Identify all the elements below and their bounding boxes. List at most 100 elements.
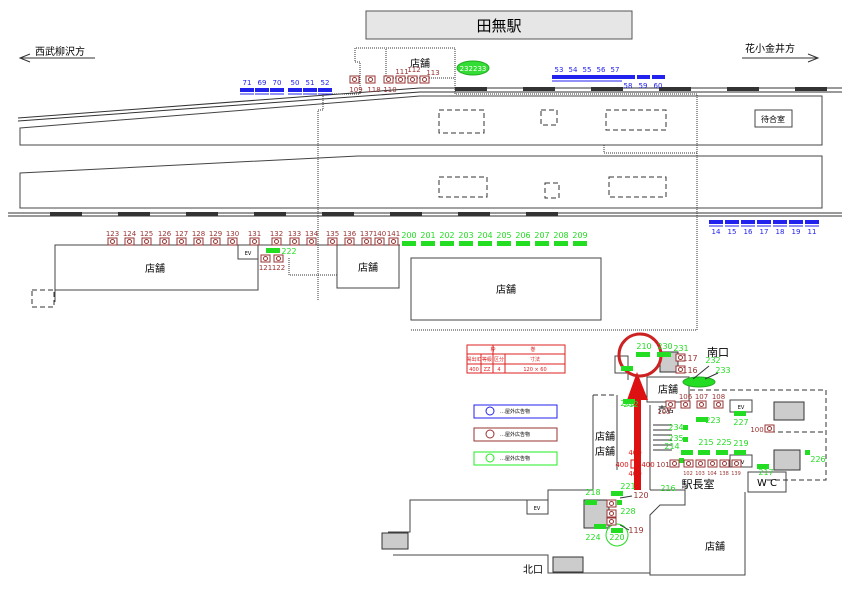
green-ad <box>440 241 454 246</box>
maroon-ad-label: 136 <box>343 230 357 238</box>
maroon-ad <box>675 365 686 374</box>
blue-ad <box>552 75 566 79</box>
maroon-ad <box>395 75 406 84</box>
platform-structures <box>31 109 667 308</box>
green-ad <box>478 241 492 246</box>
ad-label: 233 <box>715 366 730 375</box>
ad-label: 100 <box>750 426 763 434</box>
green-ad <box>683 425 688 430</box>
blue-ad <box>594 75 608 79</box>
svg-text:待合室: 待合室 <box>761 114 785 124</box>
maroon-ad <box>349 75 360 84</box>
blue-ad-label: 54 <box>569 66 578 74</box>
blue-ad <box>789 220 803 224</box>
track-tie <box>390 212 422 216</box>
svg-text:店舗: 店舗 <box>595 445 615 458</box>
blue-ad <box>652 75 665 79</box>
maroon-ad <box>193 237 204 246</box>
upper-platform <box>19 95 823 146</box>
maroon-ad <box>696 400 707 409</box>
middle-shop <box>336 244 400 289</box>
maroon-ad-label: 121 <box>259 264 272 272</box>
svg-text:巻: 巻 <box>530 346 535 353</box>
blue-ad-label: 17 <box>760 228 769 236</box>
blue-ad-label: 16 <box>744 228 753 236</box>
maroon-ad-label: 129 <box>209 230 222 238</box>
blue-ad <box>255 88 269 92</box>
maroon-ad-label: 135 <box>326 230 339 238</box>
west-direction: 西武柳沢方 <box>18 45 95 63</box>
green-circle-ad <box>605 523 629 547</box>
blue-ad <box>725 220 739 224</box>
svg-text:店舗: 店舗 <box>145 262 165 275</box>
track-tie <box>455 87 487 91</box>
green-ad-label: 222 <box>281 247 296 256</box>
blue-ad <box>622 75 635 79</box>
green-ad-label: 202 <box>439 231 454 240</box>
maroon-ad-label: 107 <box>695 393 708 401</box>
maroon-ad <box>669 459 680 468</box>
maroon-ad <box>271 237 282 246</box>
green-ad-label: 212 <box>623 400 638 409</box>
track-tie <box>526 212 558 216</box>
maroon-ad <box>695 459 706 468</box>
ad-label: 118 <box>367 86 380 94</box>
wc-label: W C <box>757 478 777 489</box>
shop-south-3: 店舗 <box>705 540 725 553</box>
green-ad <box>636 352 650 357</box>
maroon-ad <box>407 75 418 84</box>
green-ad-label: 228 <box>620 507 635 516</box>
green-ad <box>734 411 746 416</box>
track-tie <box>186 212 218 216</box>
green-ad <box>734 450 746 455</box>
green-ad-label: 218 <box>585 488 600 497</box>
blue-ad-label: 50 <box>291 79 300 87</box>
ad-label: 102 <box>683 471 693 477</box>
blue-ad-label: 58 <box>624 82 633 90</box>
green-ad <box>611 528 623 533</box>
concourse-outline <box>317 47 698 331</box>
green-ad-label: 234 <box>668 423 683 432</box>
green-ad-label: 235 <box>668 434 683 443</box>
green-ad-label: 200 <box>401 231 416 240</box>
green-ad-label: 209 <box>572 231 587 240</box>
green-ad <box>516 241 530 246</box>
green-ad <box>716 450 728 455</box>
svg-text:400: 400 <box>628 449 641 457</box>
svg-text:232233: 232233 <box>460 65 487 73</box>
maroon-ad-label: 137 <box>360 230 373 238</box>
green-ad <box>683 437 688 442</box>
highlight-arrow <box>627 372 648 490</box>
ad-label: 105 <box>657 408 670 416</box>
track-tie <box>458 212 490 216</box>
maroon-ad <box>683 459 694 468</box>
green-ad <box>698 450 710 455</box>
maroon-ad-label: 108 <box>712 393 725 401</box>
blue-ad <box>709 220 723 224</box>
svg-text:400: 400 <box>641 461 654 469</box>
maroon-ad-label: 132 <box>270 230 283 238</box>
green-ad <box>681 450 693 455</box>
maroon-ad-label: 133 <box>288 230 301 238</box>
track-tie <box>322 212 354 216</box>
maroon-ad-label: 122 <box>272 264 285 272</box>
track-tie <box>523 87 555 91</box>
svg-text:…屋外広告物: …屋外広告物 <box>500 431 530 438</box>
maroon-ad-label: 128 <box>192 230 205 238</box>
maroon-ad <box>680 400 691 409</box>
maroon-ad <box>289 237 300 246</box>
svg-text:区分: 区分 <box>494 356 504 363</box>
blue-ad-label: 59 <box>639 82 648 90</box>
maroon-ad <box>107 237 118 246</box>
blue-ad-label: 53 <box>555 66 564 74</box>
green-ad <box>554 241 568 246</box>
shop-south-2: 店舗 <box>658 383 678 396</box>
green-ad <box>594 524 606 529</box>
blue-ad <box>805 220 819 224</box>
maroon-ad <box>159 237 170 246</box>
maroon-ad <box>176 237 187 246</box>
green-ad-label: 206 <box>515 231 530 240</box>
green-ad-label: 201 <box>420 231 435 240</box>
title-box <box>365 10 633 40</box>
